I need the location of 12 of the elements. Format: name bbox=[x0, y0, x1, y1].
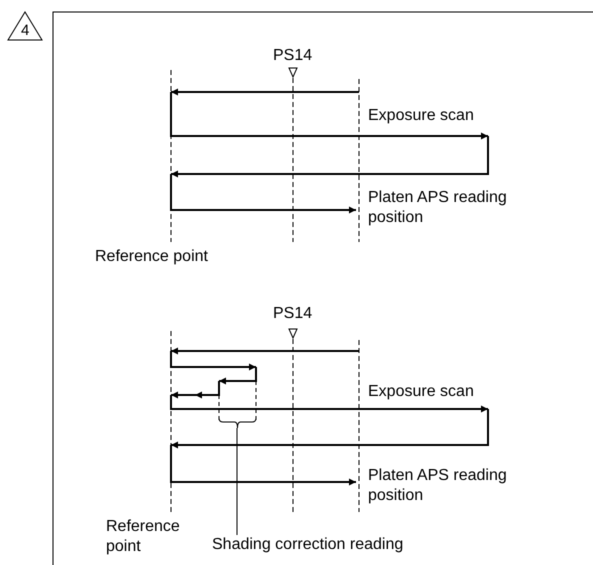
motion-label: Platen APS reading position bbox=[368, 188, 508, 228]
curly-brace bbox=[218, 418, 256, 428]
callout-text: Shading correction reading bbox=[212, 535, 404, 555]
leader-line bbox=[236, 428, 238, 536]
position-label: Reference point bbox=[106, 517, 181, 557]
motion-label: Platen APS reading position bbox=[368, 466, 508, 506]
sensor-label: PS14 bbox=[273, 46, 312, 66]
sensor-label: PS14 bbox=[273, 304, 312, 324]
revision-number: 4 bbox=[21, 21, 30, 41]
motion-label: Exposure scan bbox=[368, 106, 474, 126]
motion-label: Exposure scan bbox=[368, 382, 474, 402]
position-label: Reference point bbox=[95, 247, 208, 267]
